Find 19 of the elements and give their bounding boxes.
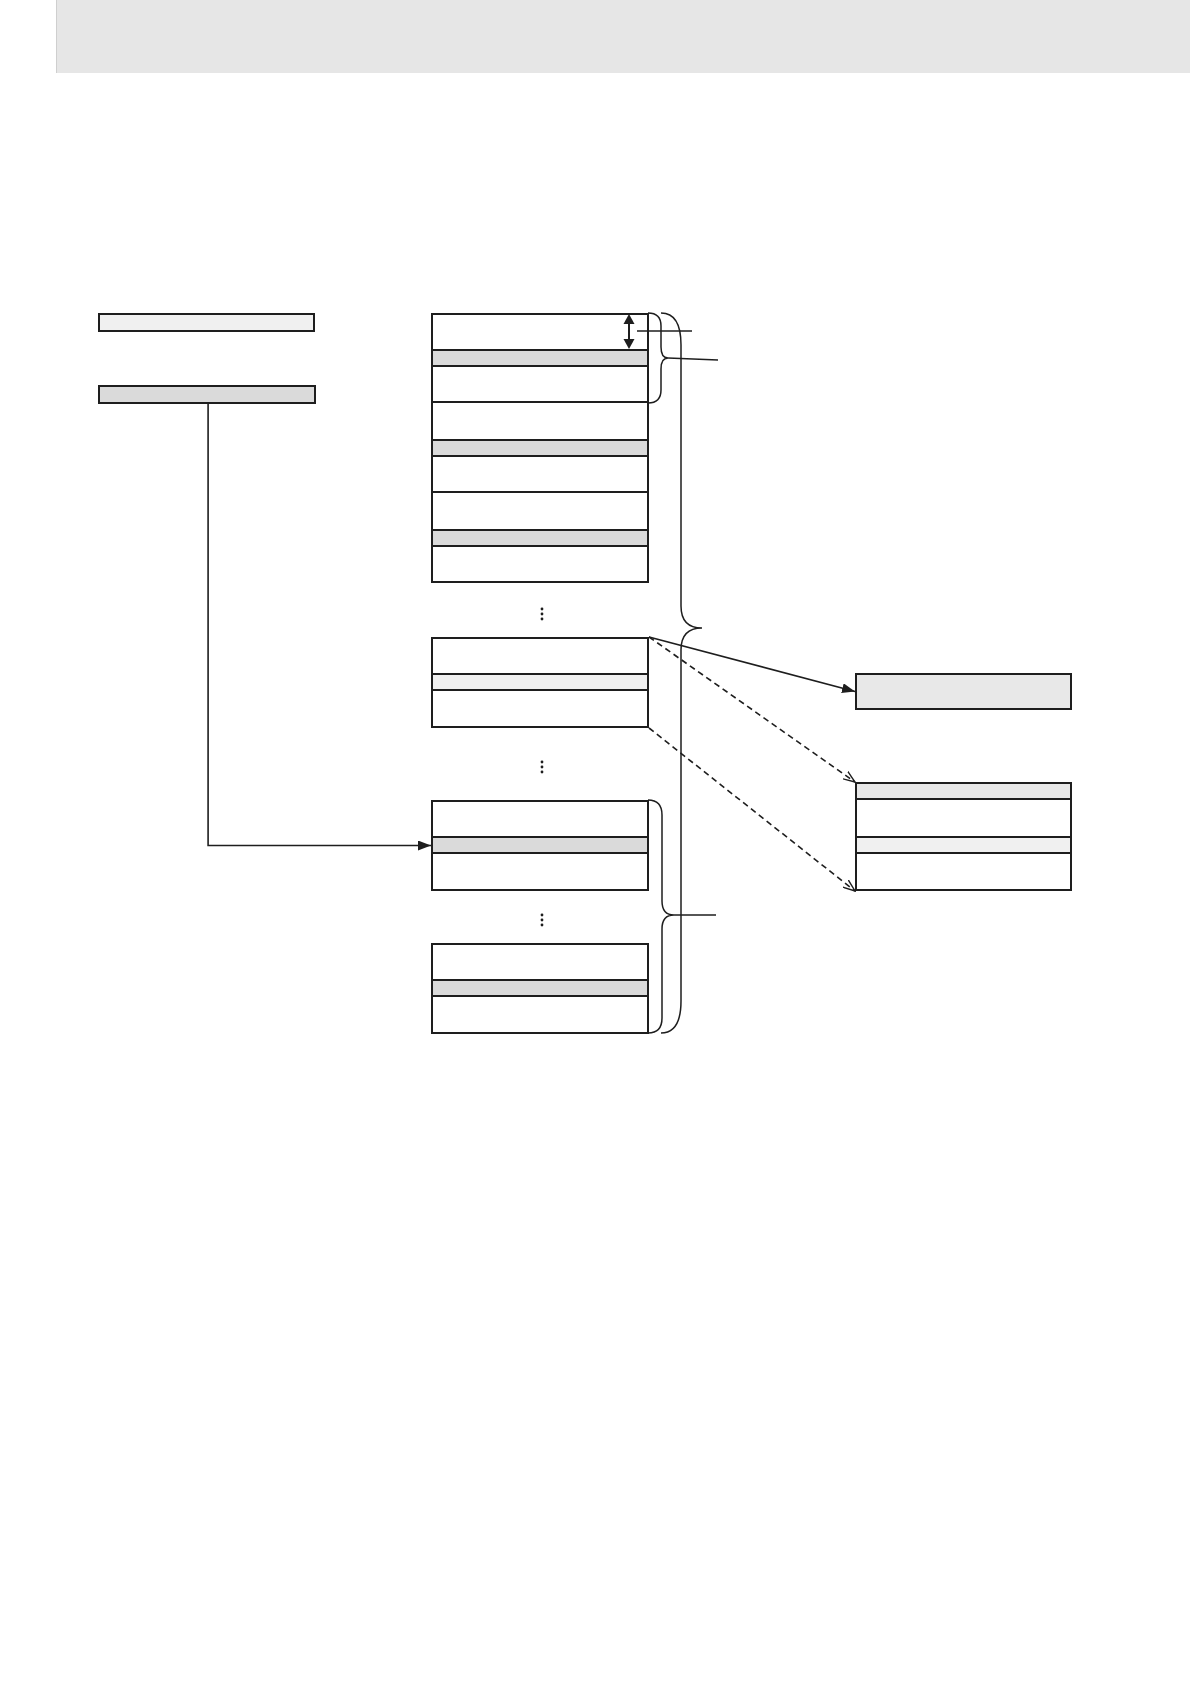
record-bar <box>98 313 315 332</box>
leader-line <box>636 330 693 332</box>
record-box <box>431 493 649 583</box>
leader-line <box>667 357 719 361</box>
record-box <box>431 943 649 1034</box>
record-box <box>431 637 649 728</box>
dashed-arrow <box>648 636 856 783</box>
record-box <box>431 403 649 493</box>
arrow <box>207 403 432 851</box>
record-bar <box>98 385 316 404</box>
shaded-box <box>855 673 1072 710</box>
record-box <box>431 313 649 403</box>
curly-bracket <box>647 312 669 404</box>
curly-bracket <box>647 799 675 1034</box>
leader-line <box>673 914 717 916</box>
record-box <box>855 782 1072 891</box>
arrow <box>648 636 856 693</box>
record-box <box>431 800 649 891</box>
dashed-arrow <box>648 727 856 892</box>
